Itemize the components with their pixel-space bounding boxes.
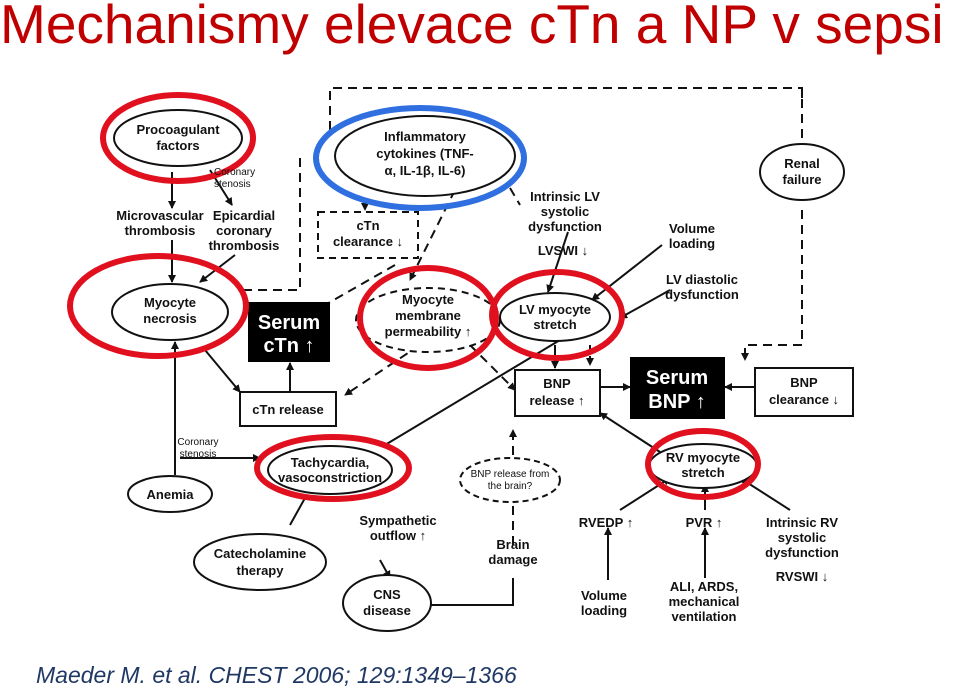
cns-node xyxy=(342,574,432,632)
catecholamine-node xyxy=(193,533,327,591)
dashed-connector xyxy=(509,187,521,206)
dashed-connector xyxy=(329,87,803,140)
highlight-ring-blue xyxy=(313,105,527,211)
solid-connector xyxy=(619,289,671,319)
solid-connector xyxy=(425,578,514,606)
highlight-ring-red xyxy=(357,265,499,371)
solid-connector xyxy=(591,244,663,301)
rvswi-label: RVSWI ↓ xyxy=(776,569,829,584)
rvedp-label: RVEDP ↑ xyxy=(579,515,633,530)
solid-connector xyxy=(546,231,569,293)
highlight-ring-red xyxy=(67,253,249,359)
highlight-ring-red xyxy=(100,92,256,184)
highlight-ring-red xyxy=(489,269,625,361)
highlight-ring-red xyxy=(254,434,412,502)
ctn-release-node xyxy=(239,391,337,427)
bnp-clearance-node xyxy=(754,367,854,417)
solid-connector xyxy=(204,349,241,393)
pvr-label: PVR ↑ xyxy=(686,515,723,530)
inflammatory-node xyxy=(334,115,516,197)
bnp-brain-node xyxy=(459,457,561,503)
highlight-ring-red xyxy=(645,428,761,500)
anemia-node xyxy=(127,475,213,513)
dashed-connector xyxy=(469,344,516,391)
tachycardia-label: Tachycardia,vasoconstriction xyxy=(278,455,382,485)
bnp-release-node xyxy=(514,369,601,417)
dashed-connector xyxy=(344,344,421,396)
anemia-label: Anemia xyxy=(147,487,195,502)
ctn-clearance-node xyxy=(317,211,419,259)
ctn-release-label: cTn release xyxy=(252,402,324,417)
myocyte-necrosis-node xyxy=(111,283,229,341)
lv-stretch-node xyxy=(499,292,611,342)
serum-ctn-node xyxy=(248,302,330,362)
connectors xyxy=(168,87,803,606)
tachycardia-node xyxy=(267,445,393,495)
citation: Maeder M. et al. CHEST 2006; 129:1349–13… xyxy=(36,662,517,688)
page-title: Mechanismy elevace cTn a NP v sepsi xyxy=(0,0,944,55)
renal-failure-node xyxy=(759,143,845,201)
solid-connector xyxy=(289,497,306,526)
lvswi-label: LVSWI ↓ xyxy=(538,243,588,258)
dashed-connector xyxy=(741,210,803,361)
dashed-connector xyxy=(240,158,301,291)
solid-connector xyxy=(599,412,661,453)
serum-bnp-node xyxy=(630,357,725,419)
procoagulant-node xyxy=(113,109,243,167)
